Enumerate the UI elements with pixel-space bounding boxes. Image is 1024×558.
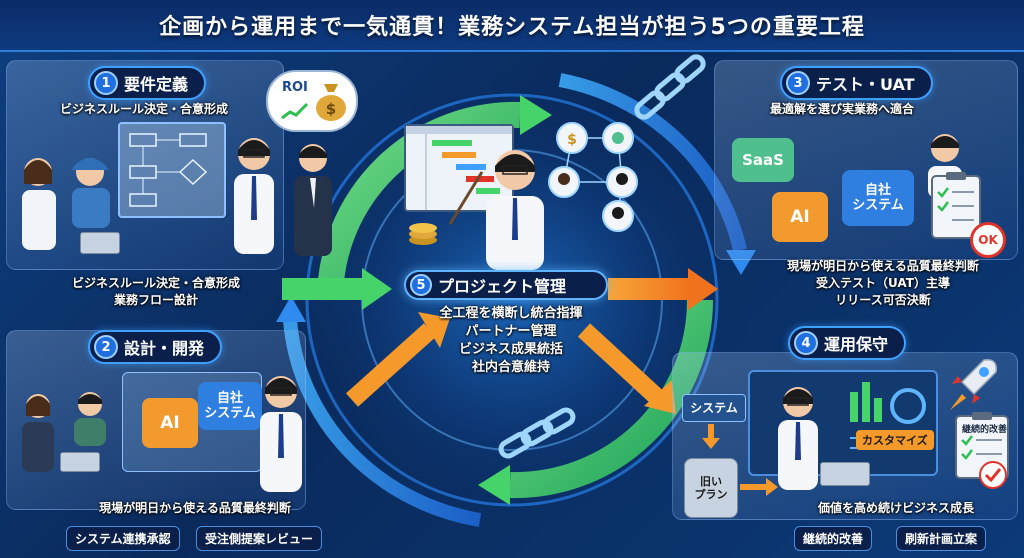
title-bar: 企画から運用まで一気通貫！業務システム担当が担う5つの重要工程: [0, 0, 1024, 52]
puzzle-saas: SaaS: [732, 138, 794, 182]
step5-bullet: 社内合意維持: [471, 360, 550, 375]
clipboard-title: 継続的改善: [962, 425, 1008, 435]
puzzle-ai: AI: [142, 398, 198, 448]
svg-text:$: $: [326, 100, 336, 118]
system-box: システム: [682, 394, 746, 422]
step5-header: 5 プロジェクト管理: [404, 270, 608, 300]
person-presenter-icon: [234, 138, 274, 254]
laptop-icon: [820, 462, 870, 486]
puzzle-system: 自社 システム: [198, 382, 262, 430]
svg-text:$: $: [567, 132, 577, 148]
step1-number: 1: [94, 71, 118, 95]
old-plan-database: 旧い プラン: [684, 458, 738, 518]
ok-stamp: OK: [970, 222, 1006, 258]
step5-bullet: 全工程を横断し統合指揮: [439, 306, 583, 321]
customize-tag: カスタマイズ: [856, 430, 934, 450]
pointer-icon: [448, 171, 484, 225]
step4-header: 4 運用保守: [788, 326, 907, 360]
step2-pill: システム連携承認: [66, 526, 180, 551]
old-plan-label: 旧い プラン: [694, 475, 728, 501]
person-woman-icon: [22, 158, 56, 250]
step1-header: 1 要件定義: [88, 66, 207, 100]
step1-bullet: 業務フロー設計: [113, 293, 198, 307]
person-manager-icon: [294, 144, 332, 256]
step4-pill: 刷新計画立案: [896, 526, 987, 551]
trend-up-icon: [281, 102, 309, 120]
rocket-icon: [950, 359, 997, 410]
step3-title: テスト・UAT: [816, 75, 915, 94]
step4-title: 運用保守: [824, 335, 889, 354]
step5-bullet: ビジネス成果統括: [458, 342, 563, 357]
step4-caption: 価値を高め続けビジネス成長: [817, 501, 974, 515]
person-worker-icon: [74, 392, 106, 446]
step3-bullet: リリース可否決断: [835, 293, 931, 307]
checkmark-icon: [979, 461, 1007, 489]
flowchart-board: [118, 122, 226, 218]
step1-caption: ビジネスルール決定・合意形成: [60, 102, 229, 116]
laptop-icon: [60, 452, 100, 472]
puzzle-system: 自社 システム: [842, 170, 914, 226]
person-operator-icon: [778, 387, 818, 490]
step4-number: 4: [794, 331, 818, 355]
coin-stack-icon: [409, 223, 437, 245]
stakeholder-network: $: [548, 122, 638, 232]
person-developer-icon: [260, 376, 302, 492]
laptop-icon: [80, 232, 120, 254]
puzzle-ai: AI: [772, 192, 828, 242]
step2-pill: 受注側提案レビュー: [196, 526, 323, 551]
person-project-manager-icon: [486, 150, 544, 270]
ok-stamp-label: OK: [978, 233, 998, 247]
puzzle-system-label: 自社 システム: [852, 183, 904, 213]
step3-number: 3: [786, 71, 810, 95]
step2-caption: 現場が明日から使える品質最終判断: [99, 501, 291, 515]
step2-number: 2: [94, 335, 118, 359]
step5-bullet: パートナー管理: [465, 324, 557, 339]
step2-title: 設計・開発: [124, 339, 205, 358]
clipboard-icon: [931, 172, 981, 239]
step3-header: 3 テスト・UAT: [780, 66, 933, 100]
chain-link-icon: [498, 407, 576, 459]
step2-header: 2 設計・開発: [88, 330, 223, 364]
step3-caption: 最適解を選び実業務へ適合: [770, 102, 915, 116]
step1-title: 要件定義: [124, 75, 189, 94]
page-title: 企画から運用まで一気通貫！業務システム担当が担う5つの重要工程: [159, 15, 865, 40]
step3-bullet: 受入テスト（UAT）主導: [816, 276, 950, 290]
puzzle-system-label: 自社 システム: [204, 391, 256, 421]
step3-bullet: 現場が明日から使える品質最終判断: [787, 259, 979, 273]
person-worker-icon: [72, 158, 110, 228]
step5-title: プロジェクト管理: [438, 277, 567, 296]
step4-pill: 継続的改善: [794, 526, 873, 551]
chain-link-icon: [634, 54, 706, 120]
step5-number: 5: [410, 274, 432, 296]
step1-bullet: ビジネスルール決定・合意形成: [71, 276, 240, 290]
person-woman-icon: [22, 394, 54, 472]
arrow-down-icon: [702, 424, 720, 449]
roi-label: ROI: [282, 80, 308, 95]
arrow-right-icon: [740, 478, 778, 496]
money-bag-icon: $: [316, 84, 346, 121]
